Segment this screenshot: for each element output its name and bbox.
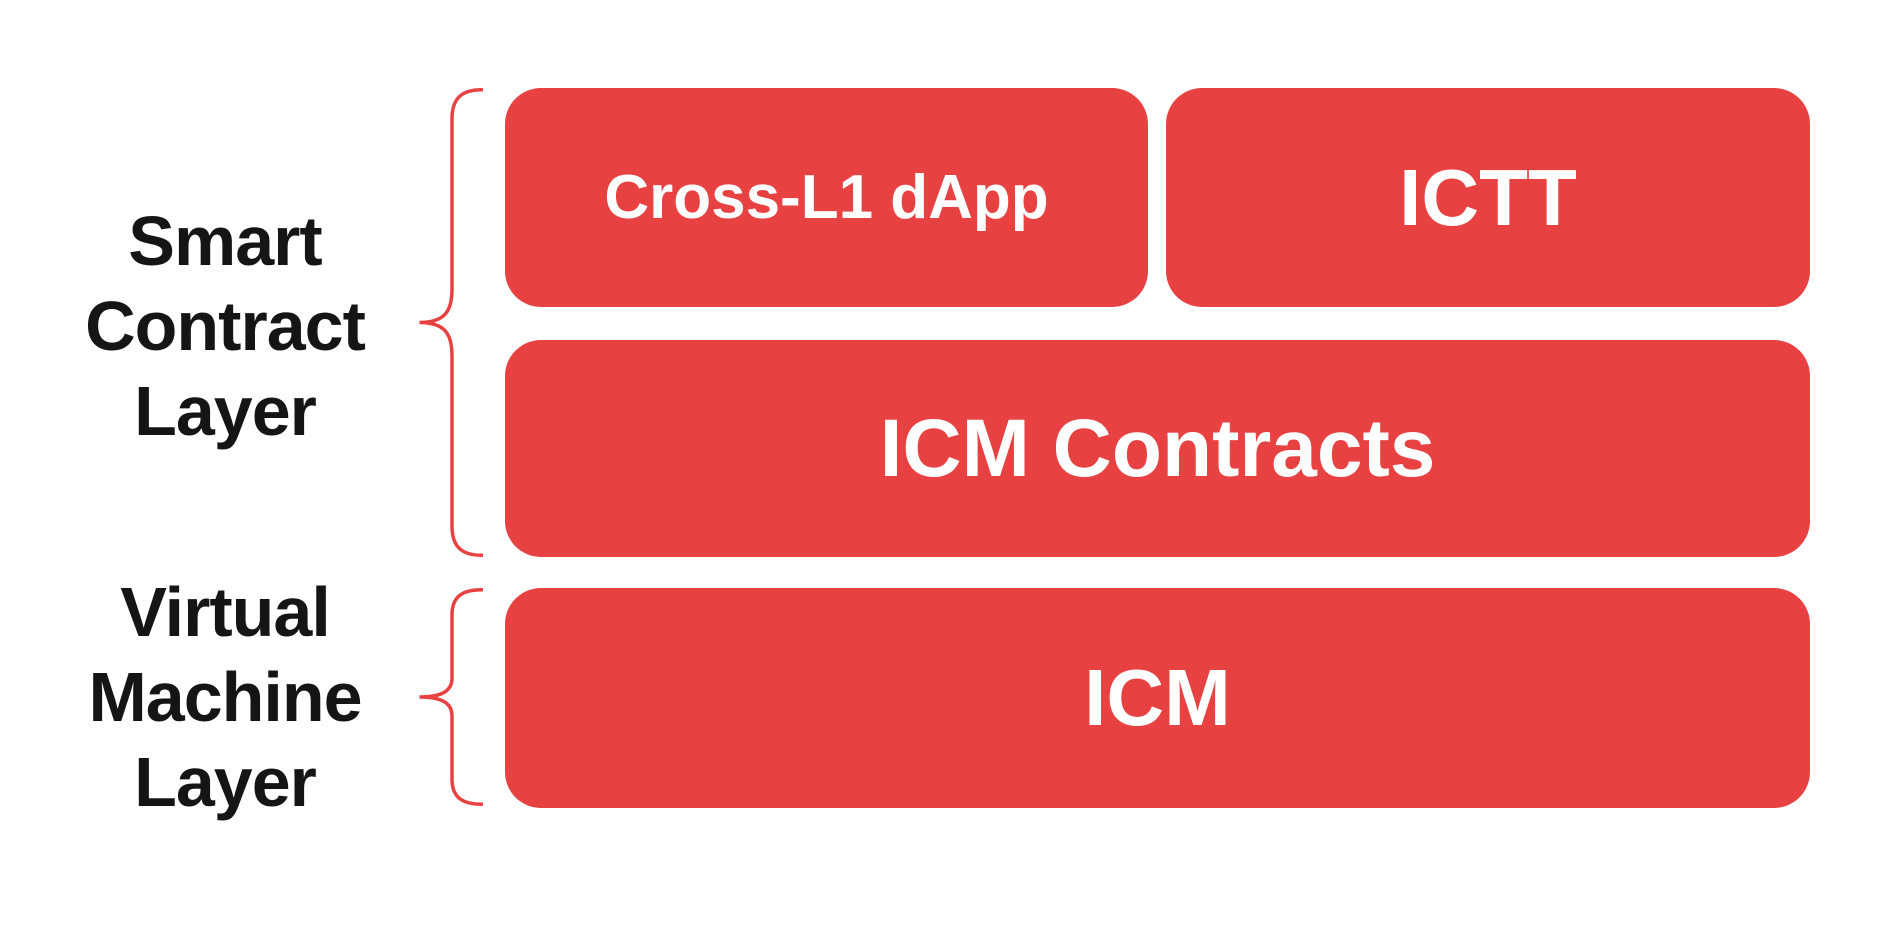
- box-ictt: ICTT: [1166, 88, 1810, 307]
- box-label: ICM: [1084, 653, 1231, 742]
- box-icm: ICM: [505, 588, 1810, 808]
- curly-brace-icon: [419, 88, 483, 557]
- box-label: ICM Contracts: [879, 402, 1436, 494]
- label-line: Layer: [134, 743, 317, 821]
- curly-brace-icon: [419, 588, 483, 806]
- box-cross-l1-dapp: Cross-L1 dApp: [505, 88, 1148, 307]
- box-label: Cross-L1 dApp: [604, 163, 1049, 232]
- label-line: Layer: [134, 372, 317, 450]
- label-line: Virtual: [120, 573, 331, 651]
- box-label: ICTT: [1399, 152, 1577, 242]
- box-icm-contracts: ICM Contracts: [505, 340, 1810, 557]
- label-line: Machine: [88, 658, 362, 736]
- smart-contract-layer-label: Smart Contract Layer: [0, 199, 450, 454]
- label-line: Contract: [85, 287, 366, 365]
- virtual-machine-layer-label: Virtual Machine Layer: [0, 570, 450, 825]
- label-line: Smart: [128, 202, 322, 280]
